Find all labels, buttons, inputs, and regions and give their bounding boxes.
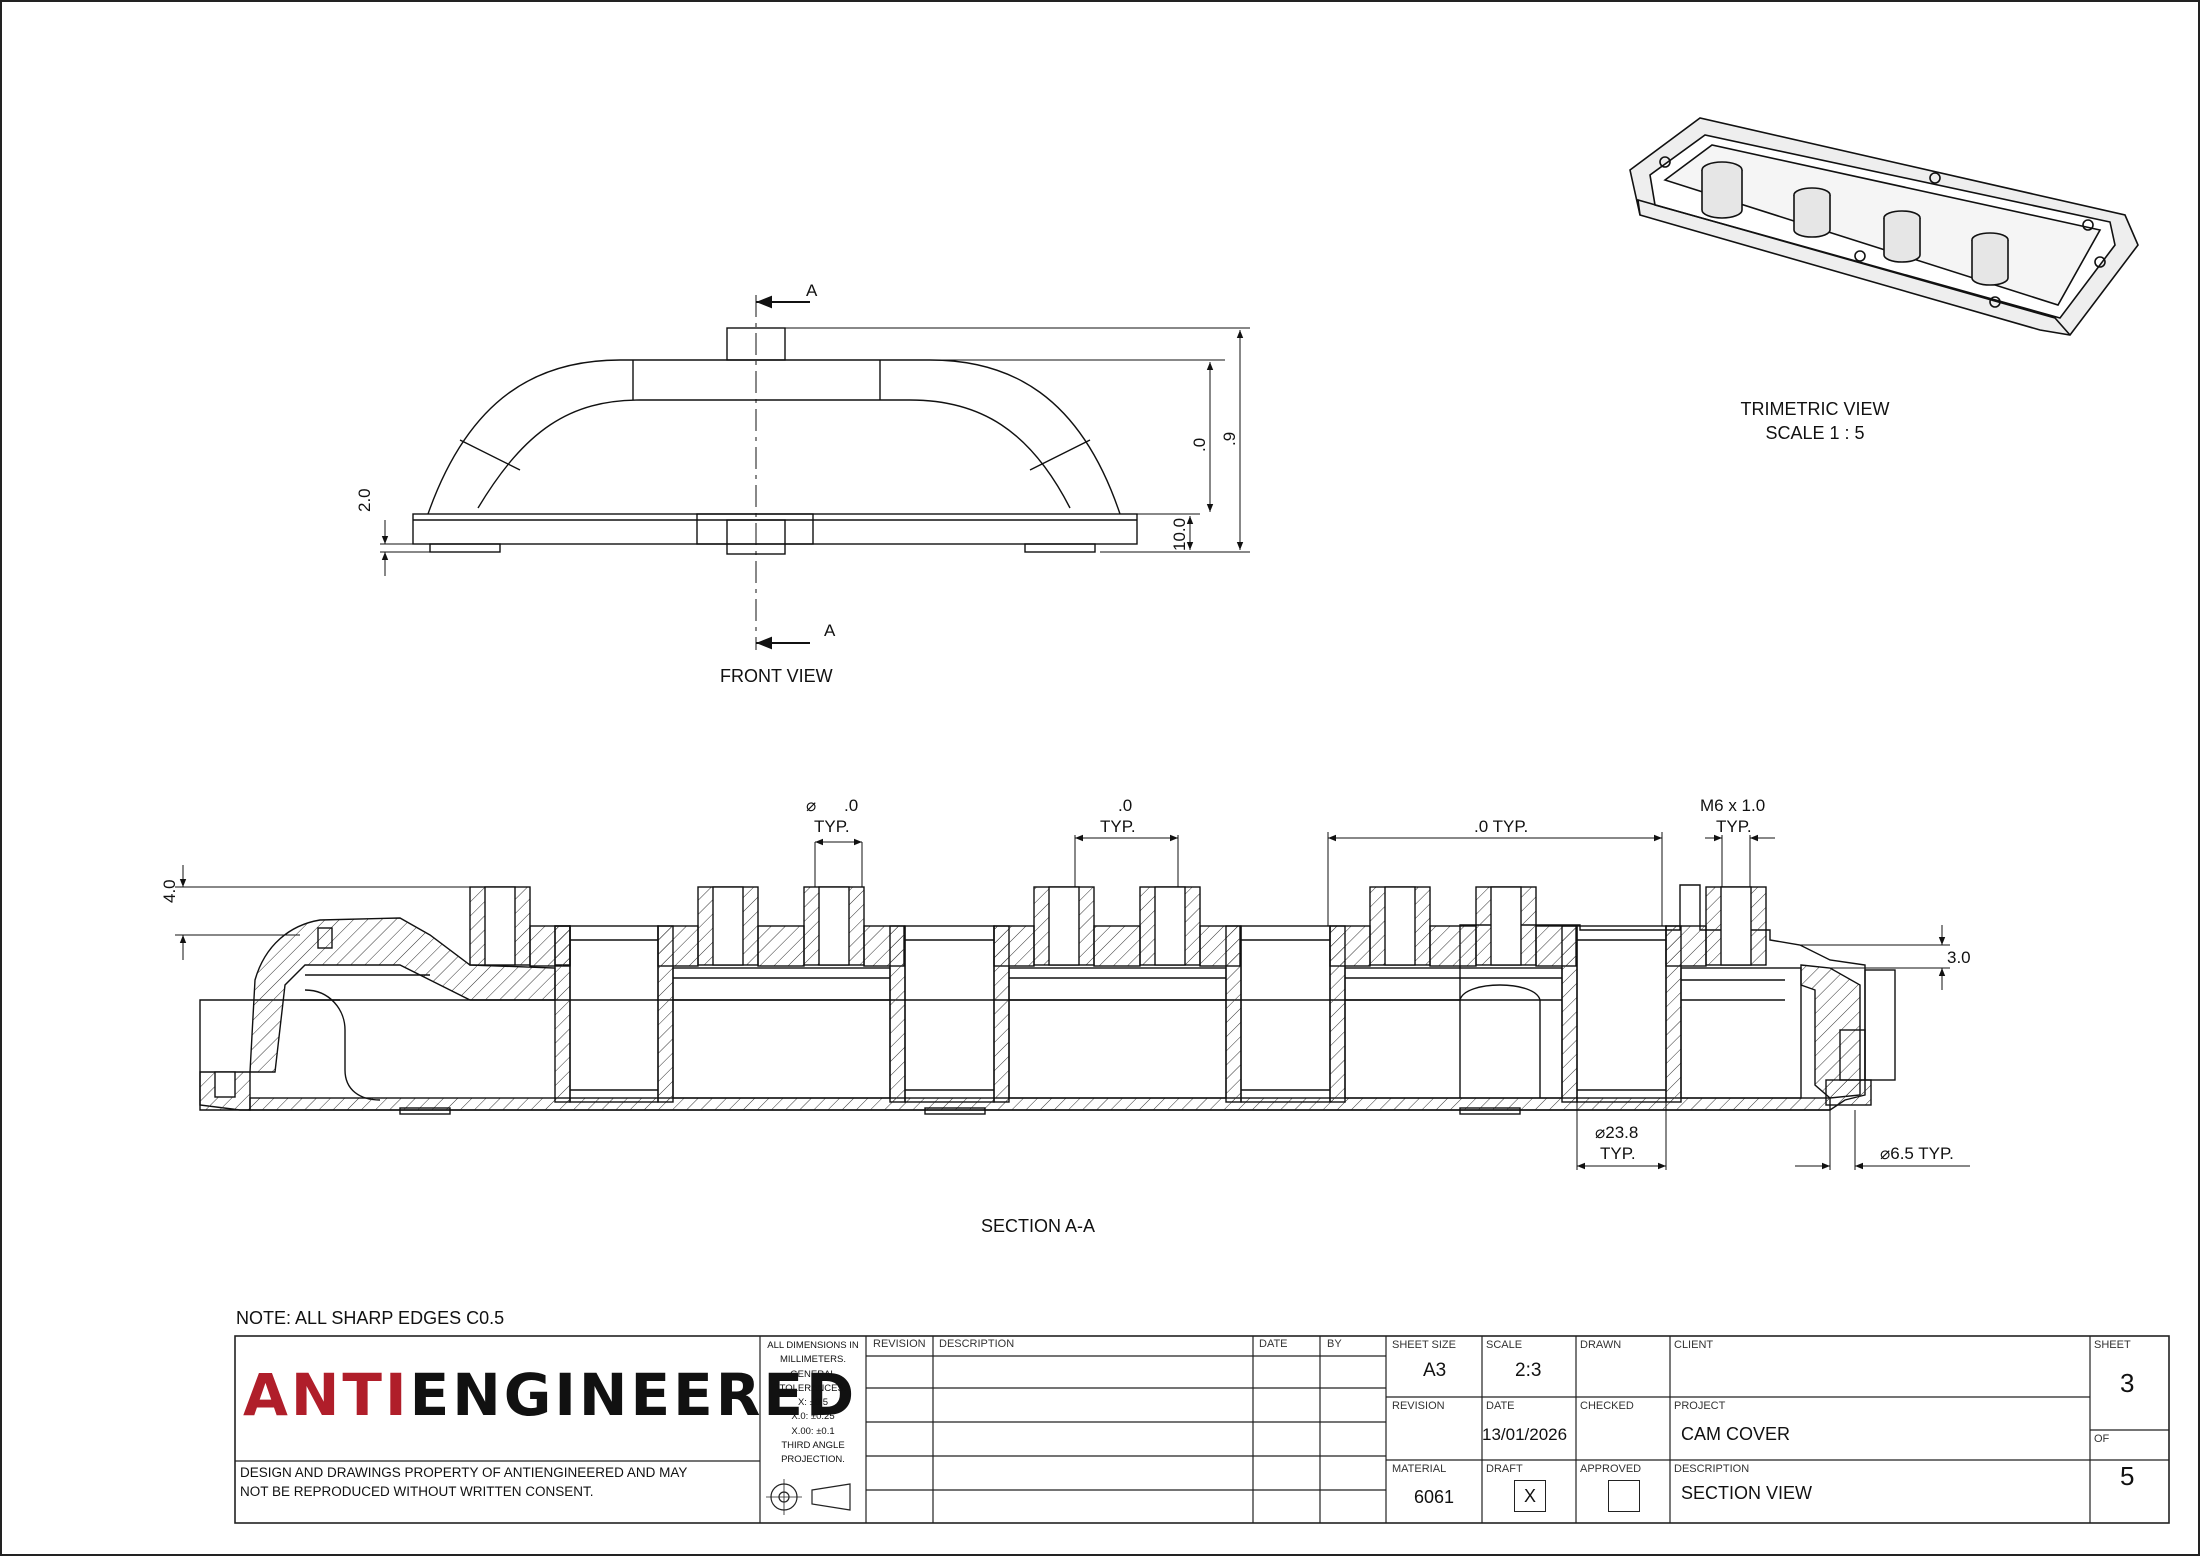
sheet-label: SHEET xyxy=(2094,1339,2131,1351)
dim-flange-thickness: 2.0 xyxy=(355,488,374,512)
tolerance-line: TOLERANCES: xyxy=(779,1382,847,1394)
project-value: CAM COVER xyxy=(1681,1424,1791,1444)
draft-label: DRAFT xyxy=(1486,1463,1523,1475)
dim-thread: M6 x 1.0 xyxy=(1700,796,1766,815)
dim-boss-dia-symbol: ⌀ xyxy=(806,796,817,815)
scale-value: 2:3 xyxy=(1515,1360,1542,1381)
property-notice-line-2: NOT BE REPRODUCED WITHOUT WRITTEN CONSEN… xyxy=(240,1484,594,1499)
front-view-label: FRONT VIEW xyxy=(720,666,833,686)
sheet-size-value: A3 xyxy=(1423,1360,1447,1381)
section-marker-bottom: A xyxy=(824,621,836,640)
tolerance-line: ALL DIMENSIONS IN xyxy=(767,1340,859,1351)
date-col-header: DATE xyxy=(1259,1338,1288,1350)
tolerance-line: PROJECTION. xyxy=(781,1454,845,1466)
trimetric-scale-label: SCALE 1 : 5 xyxy=(1765,423,1865,443)
description-value: SECTION VIEW xyxy=(1681,1483,1813,1503)
material-label: MATERIAL xyxy=(1392,1463,1447,1475)
sheet-size-label: SHEET SIZE xyxy=(1392,1339,1456,1351)
dim-bore: ⌀23.8 xyxy=(1595,1123,1639,1142)
date-label: DATE xyxy=(1486,1400,1515,1412)
trimetric-view-drawing xyxy=(1629,117,2139,336)
tolerance-line: X: ±0.5 xyxy=(797,1397,829,1409)
tolerance-line: X.00: ±0.1 xyxy=(791,1425,835,1437)
dim-base: 10.0 xyxy=(1170,517,1189,551)
tolerance-line: THIRD ANGLE xyxy=(781,1440,845,1452)
dim-pitch: .0 TYP. xyxy=(1474,817,1529,836)
tolerance-line: GENERAL xyxy=(790,1368,836,1380)
section-view-label: SECTION A-A xyxy=(981,1216,1096,1236)
description-label: DESCRIPTION xyxy=(1674,1463,1750,1475)
checked-label: CHECKED xyxy=(1580,1400,1634,1412)
revision-col-header: REVISION xyxy=(873,1338,926,1350)
dim-thread-typ: TYP. xyxy=(1716,817,1752,836)
date-value: 13/01/2026 xyxy=(1482,1425,1568,1444)
dim-height-total: .9 xyxy=(1220,431,1239,446)
sheet-total: 5 xyxy=(2120,1461,2135,1491)
dim-boss-dia: .0 xyxy=(844,796,859,815)
trimetric-view-label: TRIMETRIC VIEW xyxy=(1740,399,1890,419)
approved-checkbox[interactable] xyxy=(1608,1480,1640,1512)
project-label: PROJECT xyxy=(1674,1400,1726,1412)
section-view-drawing xyxy=(175,832,1970,1170)
of-label: OF xyxy=(2094,1433,2110,1445)
edges-note: NOTE: ALL SHARP EDGES C0.5 xyxy=(236,1308,505,1328)
dim-boss-typ: TYP. xyxy=(814,817,850,836)
draft-checkbox[interactable]: X xyxy=(1514,1480,1546,1512)
dim-height-inner: .0 xyxy=(1190,437,1209,452)
description-col-header: DESCRIPTION xyxy=(939,1338,1015,1350)
tolerance-line: X.0: ±0.25 xyxy=(791,1411,835,1423)
company-logo: ANTIENGINEERED xyxy=(243,1361,858,1429)
dim-lip: 3.0 xyxy=(1947,948,1971,967)
dim-spacing: .0 xyxy=(1118,796,1133,815)
dim-wall: 4.0 xyxy=(160,879,179,903)
tolerance-notes: ALL DIMENSIONS IN MILLIMETERS. GENERAL T… xyxy=(760,1339,866,1468)
revision-label: REVISION xyxy=(1392,1400,1445,1412)
sheet-number: 3 xyxy=(2120,1368,2135,1398)
tolerance-line: MILLIMETERS. xyxy=(780,1354,846,1366)
dim-hole: ⌀6.5 TYP. xyxy=(1880,1144,1954,1163)
scale-label: SCALE xyxy=(1486,1339,1523,1351)
client-label: CLIENT xyxy=(1674,1339,1714,1351)
by-col-header: BY xyxy=(1327,1338,1342,1350)
section-marker-top: A xyxy=(806,281,818,300)
drawn-label: DRAWN xyxy=(1580,1339,1622,1351)
dim-bore-typ: TYP. xyxy=(1600,1144,1636,1163)
front-view-drawing xyxy=(380,295,1250,650)
dim-spacing-typ: TYP. xyxy=(1100,817,1136,836)
material-value: 6061 xyxy=(1414,1487,1455,1507)
title-block-grid xyxy=(234,1335,2170,1524)
property-notice-line-1: DESIGN AND DRAWINGS PROPERTY OF ANTIENGI… xyxy=(240,1465,688,1480)
approved-label: APPROVED xyxy=(1580,1463,1642,1475)
